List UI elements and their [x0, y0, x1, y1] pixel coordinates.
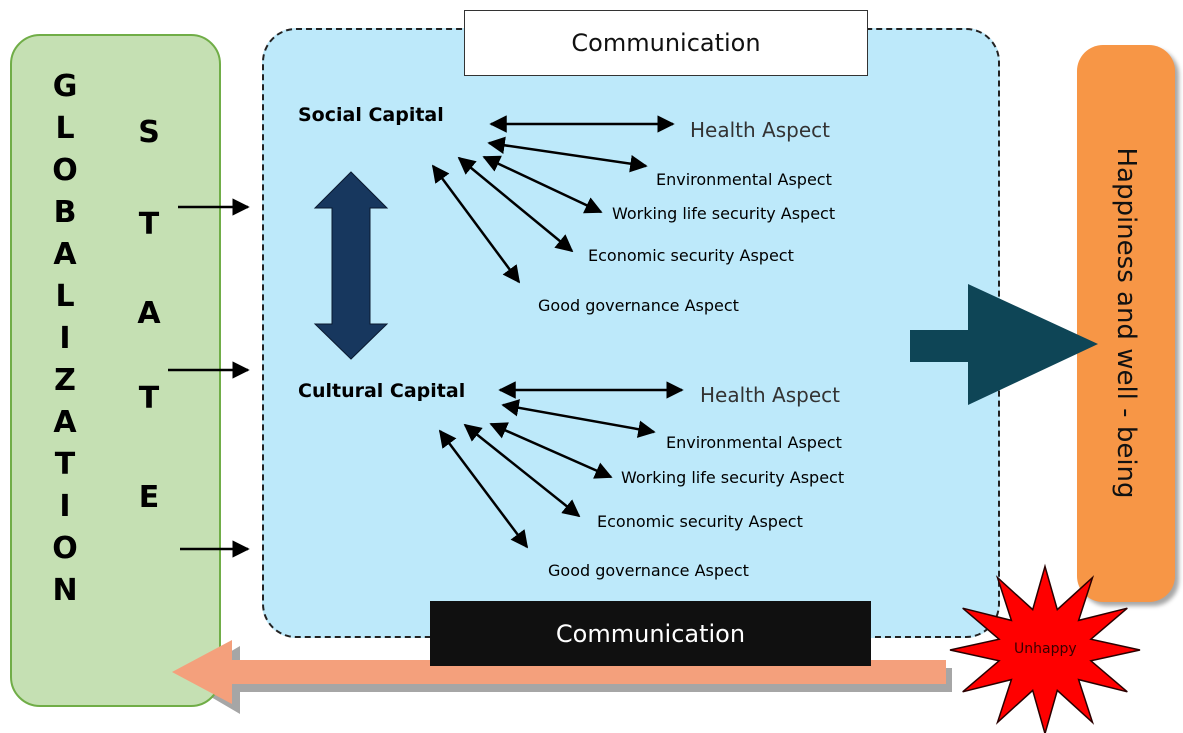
state-letter: E — [138, 480, 160, 515]
globalization-letter: L — [55, 111, 75, 146]
cultural-economic-aspect: Economic security Aspect — [597, 512, 803, 531]
globalization-box — [10, 34, 221, 707]
social-governance-arrow — [431, 164, 521, 284]
state-letter: T — [138, 381, 160, 416]
cultural-governance-arrow — [438, 429, 529, 549]
cultural-environmental-aspect: Environmental Aspect — [666, 433, 842, 452]
state-letter: S — [138, 115, 160, 150]
globalization-letter: T — [54, 447, 76, 482]
social-health-aspect: Health Aspect — [690, 118, 830, 142]
state-letter: A — [137, 296, 161, 331]
globalization-letter: B — [53, 195, 77, 230]
social-governance-aspect: Good governance Aspect — [538, 296, 739, 315]
unhappy-label: Unhappy — [1014, 641, 1077, 657]
capital-double-arrow — [313, 171, 389, 360]
social-environmental-arrow — [487, 136, 648, 173]
social-economic-aspect: Economic security Aspect — [588, 246, 794, 265]
communication-top-box: Communication — [464, 10, 868, 76]
globalization-letter: Z — [54, 363, 76, 398]
cultural-governance-aspect: Good governance Aspect — [548, 561, 749, 580]
social-working-life-aspect: Working life security Aspect — [612, 204, 836, 223]
social-capital-title: Social Capital — [298, 104, 444, 126]
globalization-letter: I — [59, 489, 71, 524]
state-letter: T — [138, 207, 160, 242]
globalization-letter: A — [53, 237, 77, 272]
globalization-letter: N — [52, 573, 78, 608]
outcome-arrow — [910, 284, 1098, 405]
communication-top-label: Communication — [571, 29, 761, 57]
globalization-letter: O — [52, 531, 78, 566]
communication-bottom-box: Communication — [430, 601, 871, 666]
cultural-health-aspect: Health Aspect — [700, 383, 840, 407]
cultural-capital-title: Cultural Capital — [298, 380, 466, 402]
cultural-working-life-aspect: Working life security Aspect — [621, 468, 845, 487]
globalization-letter: O — [52, 153, 78, 188]
happiness-box — [1077, 45, 1175, 602]
globalization-letter: L — [55, 279, 75, 314]
social-working-life-arrow — [482, 155, 603, 214]
globalization-letter: I — [59, 321, 71, 356]
communication-bottom-label: Communication — [555, 619, 746, 648]
social-environmental-aspect: Environmental Aspect — [656, 170, 832, 189]
globalization-letter: A — [53, 405, 77, 440]
cultural-working-life-arrow — [489, 422, 613, 479]
unhappy-burst — [949, 563, 1141, 733]
return-arrow — [172, 640, 946, 704]
cultural-environmental-arrow — [501, 399, 656, 438]
globalization-letter: G — [52, 69, 78, 104]
